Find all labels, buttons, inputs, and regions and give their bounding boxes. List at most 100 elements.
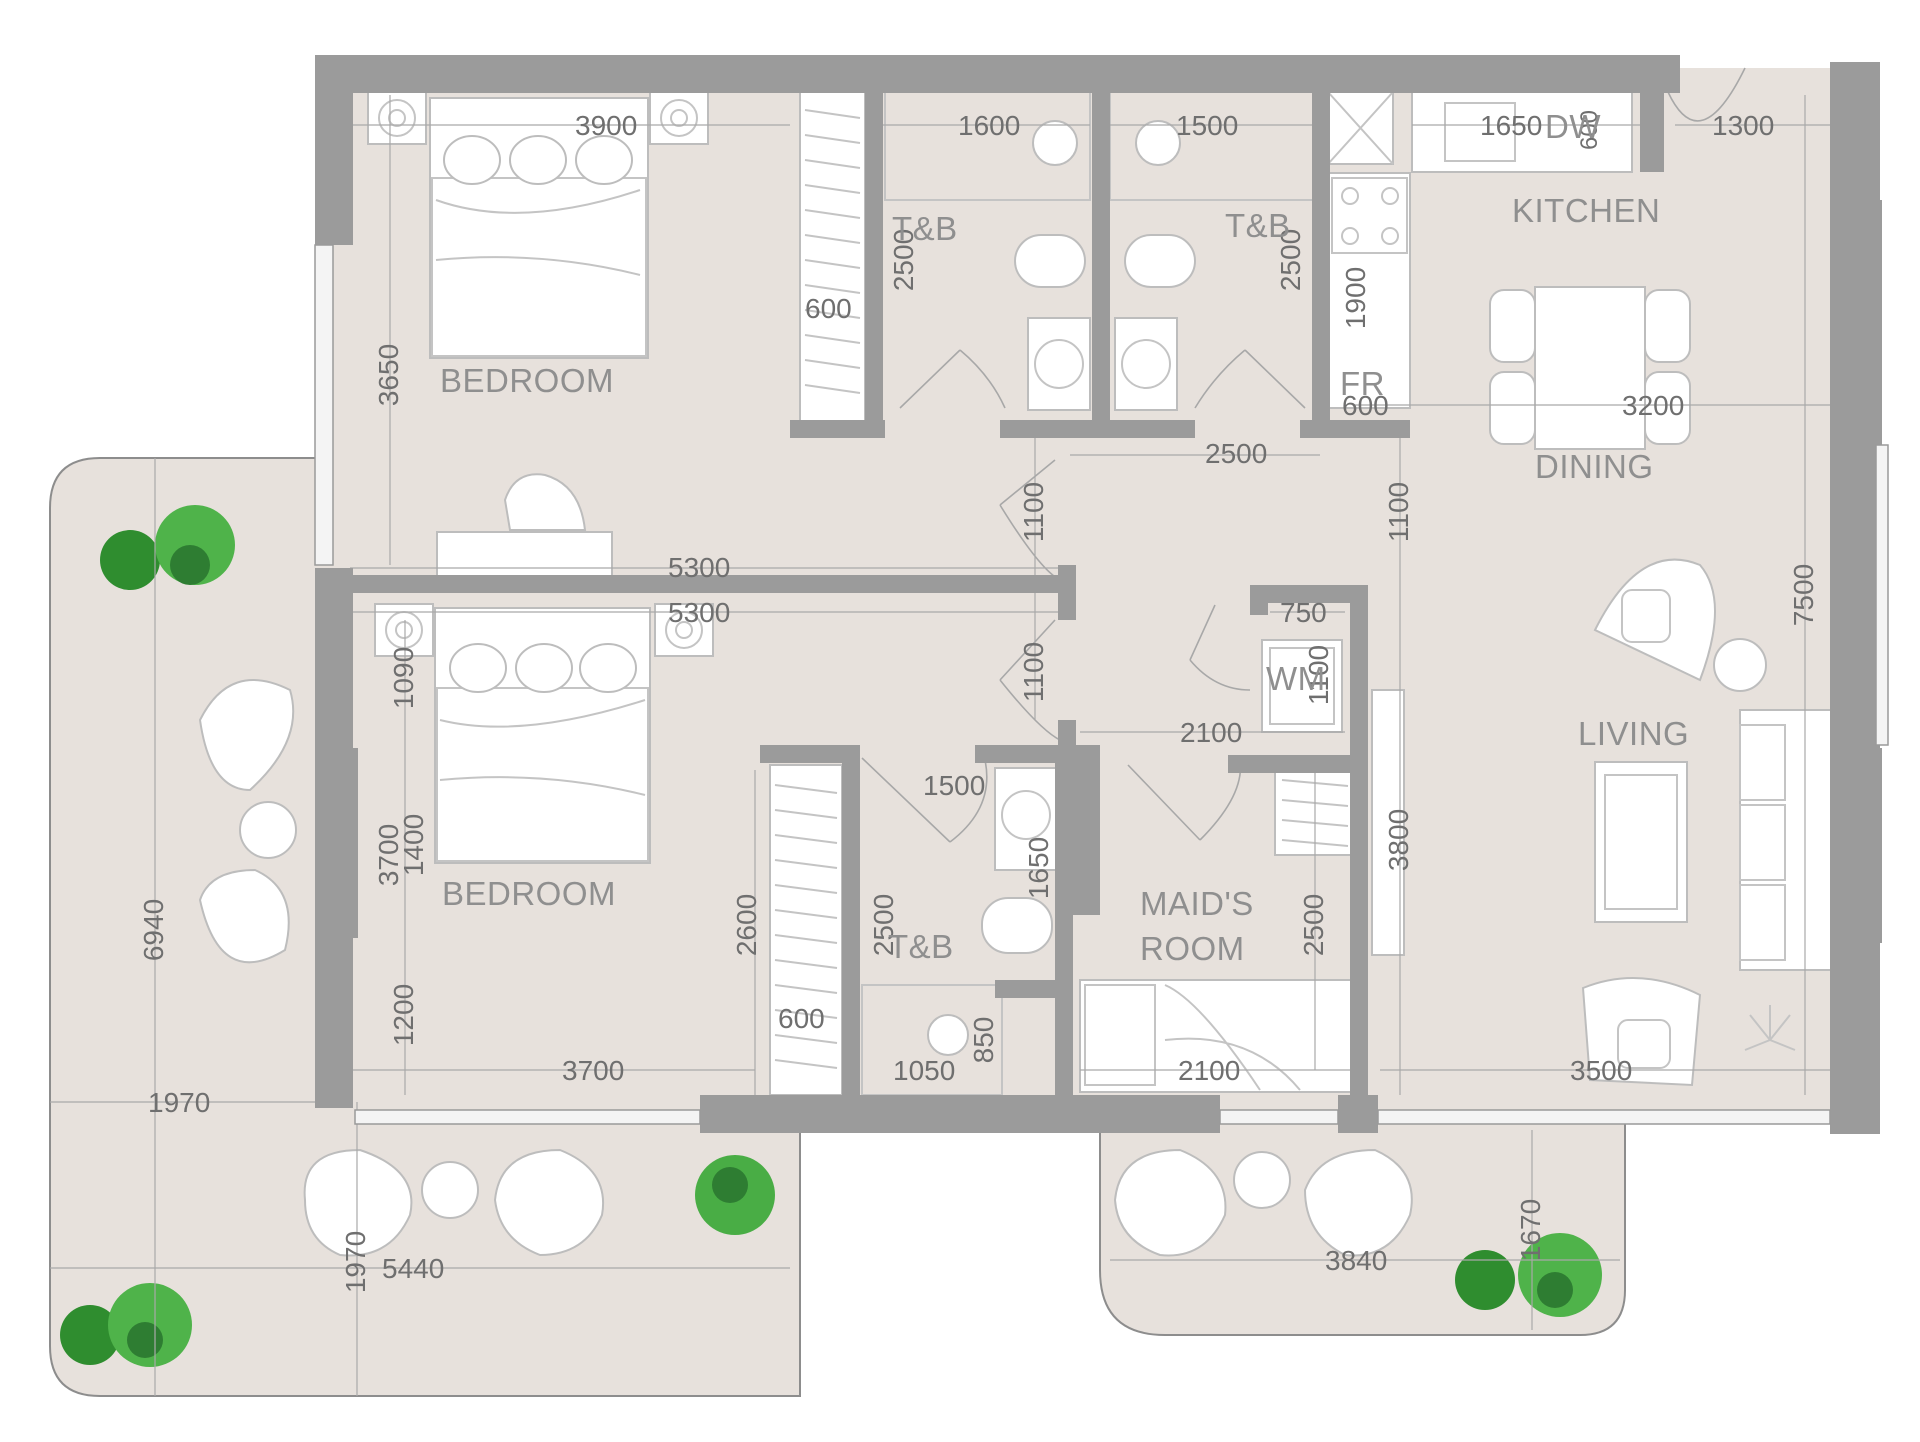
dim-tb3-width: 1500 xyxy=(923,770,985,801)
kitchen-shaft xyxy=(1327,91,1394,165)
label-maids-room-1: MAID'S xyxy=(1140,885,1254,922)
label-kitchen: KITCHEN xyxy=(1512,192,1660,229)
plant-living xyxy=(1744,1005,1796,1051)
kitchen-counter xyxy=(1411,91,1633,173)
plant-icon-1 xyxy=(100,505,235,590)
dim-tb1-depth: 2500 xyxy=(888,229,919,291)
window-bottom-1 xyxy=(354,1109,701,1125)
dim-hall-2100: 2100 xyxy=(1180,717,1242,748)
cooktop xyxy=(1331,177,1408,254)
dimension-lines xyxy=(50,95,1840,1396)
wm-unit xyxy=(1261,639,1343,733)
dim-bed1-width: 3900 xyxy=(575,110,637,141)
bed-1 xyxy=(429,97,649,359)
toilet-3 xyxy=(981,897,1053,954)
dim-balcony-left-depth: 6940 xyxy=(138,899,169,961)
nightstand-1b xyxy=(649,91,709,145)
dim-fr-width: 600 xyxy=(1342,390,1389,421)
dim-wm-depth: 1100 xyxy=(1303,645,1334,705)
dim-corridor-5300-b: 5300 xyxy=(668,597,730,628)
dim-corridor-1100-a: 1100 xyxy=(1018,482,1049,542)
dim-corridor-5300-a: 5300 xyxy=(668,552,730,583)
dim-corridor-1100-c: 1100 xyxy=(1018,642,1049,702)
dim-living-3800: 3800 xyxy=(1383,809,1414,871)
dim-living-depth: 7500 xyxy=(1788,564,1819,626)
dim-shower-850: 850 xyxy=(968,1017,999,1064)
sink-1 xyxy=(1027,317,1091,411)
balcony-right-set xyxy=(1113,1148,1413,1257)
dim-tb3-1650: 1650 xyxy=(1023,837,1054,899)
dim-bed2-width: 3700 xyxy=(562,1055,624,1086)
room-labels: BEDROOM T&B T&B KITCHEN DW FR DINING LIV… xyxy=(440,108,1689,967)
plant-icon-2 xyxy=(695,1155,775,1235)
dim-bed2-1090: 1090 xyxy=(388,647,419,709)
walls xyxy=(315,55,1882,1134)
dim-maid-width: 2100 xyxy=(1178,1055,1240,1086)
label-fr: FR xyxy=(1340,365,1385,402)
dim-bed2-1400: 1400 xyxy=(398,814,429,876)
armchair-2 xyxy=(1581,977,1702,1087)
dim-corridor-width: 2500 xyxy=(1205,438,1267,469)
dim-kitchen-counter: 1650 xyxy=(1480,110,1542,141)
dim-tb3-depth: 2500 xyxy=(868,894,899,956)
dim-dining-width: 3200 xyxy=(1622,390,1684,421)
dim-tb2-depth: 2500 xyxy=(1275,229,1306,291)
label-wm: WM xyxy=(1266,660,1326,697)
dim-shower-1050: 1050 xyxy=(893,1055,955,1086)
tv-unit xyxy=(1371,689,1405,956)
dim-corridor-1100-b: 1100 xyxy=(1383,482,1414,542)
dim-balcony-right-1670: 1670 xyxy=(1515,1199,1546,1261)
dim-wardrobe2-len: 2600 xyxy=(731,894,762,956)
bed-2 xyxy=(434,607,651,864)
label-bedroom-1: BEDROOM xyxy=(440,362,614,399)
dim-balcony-left-width: 1970 xyxy=(148,1087,210,1118)
label-tb-2: T&B xyxy=(1225,207,1291,244)
balcony-bottom-set xyxy=(303,1148,605,1257)
dim-balcony-right-3840: 3840 xyxy=(1325,1245,1387,1276)
label-tb-3: T&B xyxy=(888,928,954,965)
sink-2 xyxy=(1114,317,1178,411)
toilet-1 xyxy=(1014,234,1086,288)
dim-fr-height: 1900 xyxy=(1340,267,1371,329)
dim-wm-width: 750 xyxy=(1280,597,1327,628)
toilet-2 xyxy=(1124,234,1196,288)
window-right xyxy=(1875,444,1889,746)
label-tb-1: T&B xyxy=(892,210,958,247)
dim-bed2-3700-v: 3700 xyxy=(373,824,404,886)
dim-bed2-1200: 1200 xyxy=(388,984,419,1046)
window-left xyxy=(314,244,334,566)
dimension-texts: 3900 3650 1600 2500 1500 2500 1650 600 1… xyxy=(138,110,1819,1293)
dim-wardrobe2-depth: 600 xyxy=(778,1003,825,1034)
sink-3 xyxy=(994,767,1058,871)
window-bottom-3 xyxy=(1377,1109,1831,1125)
label-dining: DINING xyxy=(1535,448,1654,485)
dim-kitchen-door: 1300 xyxy=(1712,110,1774,141)
dining-table xyxy=(1489,286,1691,450)
balcony-left-set xyxy=(198,679,297,964)
dim-balcony-bottom-1970: 1970 xyxy=(340,1231,371,1293)
label-maids-room-2: ROOM xyxy=(1140,930,1245,967)
maid-bed xyxy=(1079,979,1356,1093)
dim-living-width: 3500 xyxy=(1570,1055,1632,1086)
side-table-1 xyxy=(1713,638,1767,692)
dim-bed1-depth: 3650 xyxy=(373,344,404,406)
dim-dw-depth: 600 xyxy=(1576,110,1603,150)
dim-wardrobe1-depth: 600 xyxy=(805,293,852,324)
coffee-table xyxy=(1594,761,1688,923)
window-bottom-2 xyxy=(1219,1109,1339,1125)
dim-tb2-width: 1500 xyxy=(1176,110,1238,141)
dim-maid-depth: 2500 xyxy=(1298,894,1329,956)
label-dw: DW xyxy=(1545,108,1601,145)
armchair-1 xyxy=(1593,558,1716,682)
nightstand-2a xyxy=(374,603,434,657)
sofa xyxy=(1739,709,1836,971)
label-living: LIVING xyxy=(1578,715,1689,752)
wardrobe-1 xyxy=(799,91,866,425)
plant-icon-3 xyxy=(60,1283,192,1367)
label-bedroom-2: BEDROOM xyxy=(442,875,616,912)
dim-tb1-width: 1600 xyxy=(958,110,1020,141)
dim-balcony-bottom-5440: 5440 xyxy=(382,1253,444,1284)
plant-icon-4 xyxy=(1455,1233,1602,1317)
wardrobe-2 xyxy=(769,764,843,1096)
